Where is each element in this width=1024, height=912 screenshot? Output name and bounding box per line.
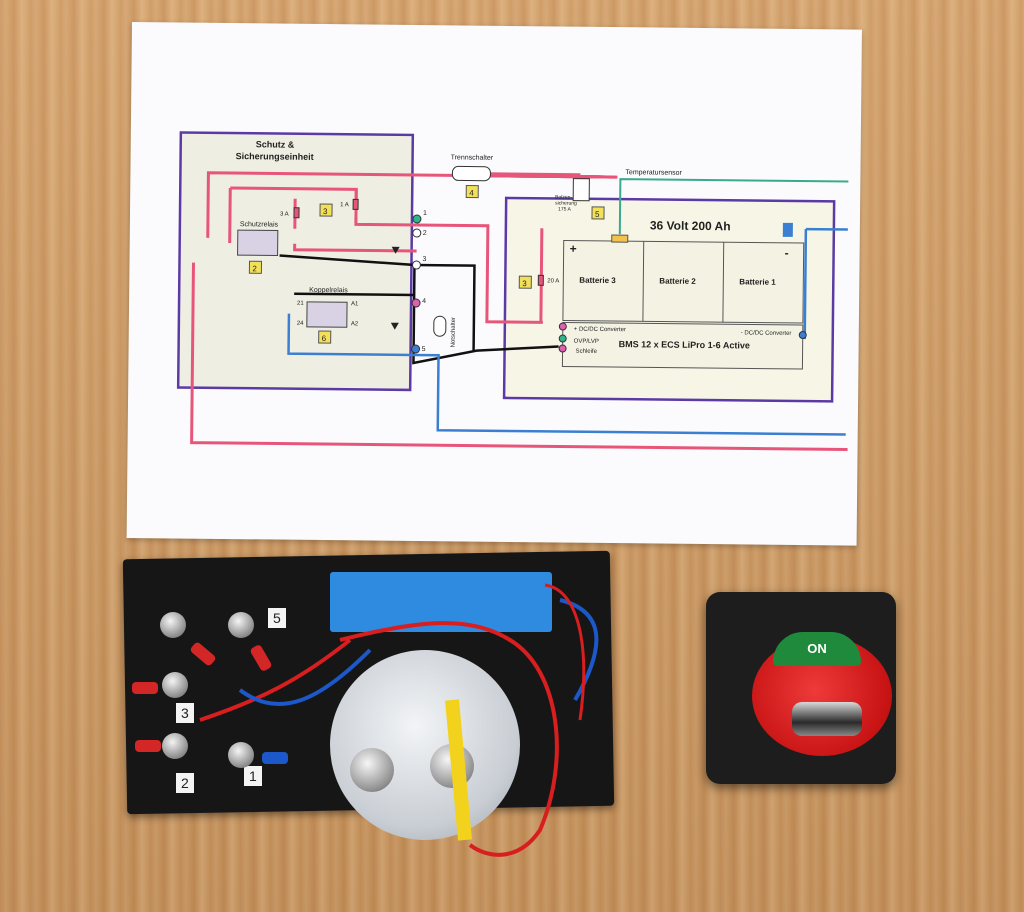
svg-text:24: 24: [297, 321, 304, 327]
notschalter-label: Notschalter: [451, 317, 457, 347]
board-tag-2: 2: [176, 773, 194, 793]
main-relay-stud-right: [430, 744, 474, 788]
svg-text:- DC/DC Converter: - DC/DC Converter: [741, 330, 792, 337]
koppelrelais-label: Koppelrelais: [309, 287, 348, 294]
svg-text:+ DC/DC Converter: + DC/DC Converter: [574, 327, 626, 334]
knob-grip: [792, 702, 862, 736]
svg-text:175 A: 175 A: [558, 206, 572, 212]
koppelrelais-symbol: [306, 301, 348, 328]
temperatursensor-label: Temperatursensor: [625, 169, 682, 177]
svg-text:1: 1: [423, 210, 427, 217]
fuse-1a: [352, 198, 359, 210]
diode-1: [391, 246, 400, 254]
svg-text:5: 5: [422, 346, 426, 353]
schutzrelais-symbol: [237, 229, 279, 257]
stud-lower-right: [228, 742, 254, 768]
battery-cell-2: Batterie 2: [659, 277, 696, 286]
svg-text:2: 2: [252, 264, 257, 273]
svg-text:6: 6: [322, 334, 327, 343]
schutzrelais-label: Schutzrelais: [240, 221, 279, 228]
node-2: [412, 228, 422, 238]
svg-text:OVP/LVP: OVP/LVP: [574, 339, 599, 345]
notschalter-symbol: [433, 315, 447, 337]
badge-5: [591, 206, 605, 220]
svg-text:3: 3: [323, 207, 328, 216]
circuit-diagram: Trennschalter Temperatursensor Schutz & …: [176, 131, 849, 452]
bms-label: BMS 12 x ECS LiPro 1-6 Active: [619, 339, 750, 350]
svg-text:Schleife: Schleife: [576, 349, 598, 355]
node-5: [411, 344, 421, 354]
svg-text:sicherung: sicherung: [555, 200, 577, 206]
schutz-title-line1: Schutz &: [256, 139, 295, 149]
schutz-title-line2: Sicherungseinheit: [236, 151, 314, 162]
main-relay-housing: [330, 650, 520, 840]
battery-pack: [562, 240, 805, 324]
node-3: [411, 260, 421, 270]
board-tag-1: 1: [244, 766, 262, 786]
black-wiring: [279, 254, 559, 365]
blue-lug: [262, 752, 288, 764]
badge-4: [465, 185, 479, 199]
battery-title: 36 Volt 200 Ah: [650, 218, 731, 233]
svg-text:Bolzen-: Bolzen-: [555, 194, 572, 200]
board-tag-5: 5: [268, 608, 286, 628]
diode-2: [390, 322, 399, 330]
trennschalter-symbol: [451, 165, 491, 182]
svg-text:4: 4: [422, 298, 426, 305]
blue-wiring: [287, 227, 848, 436]
fuse-3a: [293, 207, 300, 219]
stud-top-left: [160, 612, 186, 638]
svg-text:3 A: 3 A: [280, 212, 289, 218]
stud-top-right: [228, 612, 254, 638]
svg-text:20 A: 20 A: [547, 278, 559, 284]
badge-3-top: [319, 203, 333, 217]
svg-text:3: 3: [422, 256, 426, 263]
svg-text:1 A: 1 A: [340, 202, 349, 208]
board-tag-3: 3: [176, 703, 194, 723]
circuit-diagram-sheet: Trennschalter Temperatursensor Schutz & …: [126, 22, 862, 546]
stud-middle: [162, 672, 188, 698]
node-1: [412, 214, 422, 224]
battery-cell-1: Batterie 1: [739, 277, 776, 286]
temperature-sensor-wire: [618, 178, 849, 235]
battery-cell-3: Batterie 3: [579, 276, 616, 285]
badge-2: [248, 260, 263, 274]
badge-6: [318, 330, 332, 344]
main-relay-stud-left: [350, 748, 394, 792]
stud-lower: [162, 733, 188, 759]
svg-text:A2: A2: [351, 321, 359, 327]
minus-terminal: [782, 222, 793, 237]
node-4: [411, 298, 421, 308]
bolt-fuse-175a: [572, 178, 590, 202]
trennschalter-label: Trennschalter: [451, 154, 494, 161]
battery-minus: -: [785, 246, 789, 260]
red-lug: [135, 740, 161, 752]
relay-terminal-block: [330, 572, 552, 632]
battery-plus: +: [570, 242, 577, 256]
red-lug: [132, 682, 158, 694]
on-label: ON: [773, 632, 861, 666]
schutz-unit-frame: [176, 131, 415, 392]
svg-text:5: 5: [595, 210, 600, 219]
fuse-20a: [537, 274, 544, 286]
svg-text:2: 2: [423, 230, 427, 237]
temp-sensor-pad: [611, 234, 629, 243]
svg-text:4: 4: [469, 189, 474, 198]
badge-3-bottom: [518, 275, 532, 289]
svg-text:21: 21: [297, 301, 304, 307]
svg-text:3: 3: [522, 279, 527, 288]
svg-text:A1: A1: [351, 301, 359, 307]
